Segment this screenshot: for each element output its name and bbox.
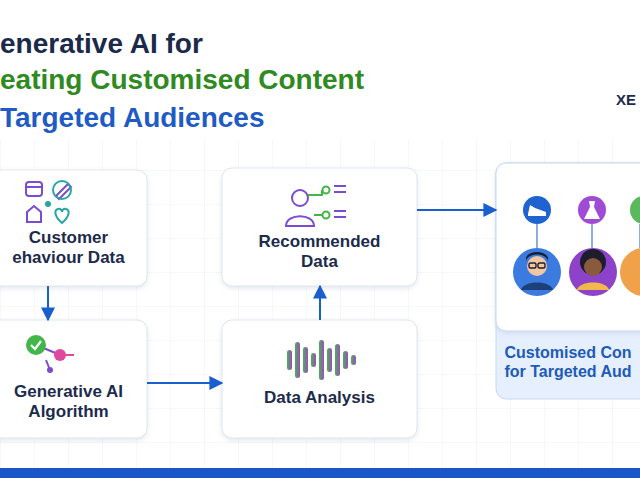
- audience-illustration: [513, 196, 640, 296]
- waveform-icon: [287, 340, 356, 380]
- process-box: Data Analysis: [222, 320, 417, 438]
- box-label: Customised Con for Targeted Aud: [500, 343, 636, 381]
- process-box: Generative AI Algorithm: [0, 320, 147, 438]
- audience-panel: [496, 163, 640, 399]
- box-card: [0, 320, 147, 438]
- recommend-icon: [286, 186, 346, 226]
- box-label: Recommended Data: [245, 232, 395, 272]
- flow-arrow: [319, 286, 321, 320]
- algorithm-icon: [26, 335, 74, 373]
- box-label: Customer ehaviour Data: [1, 228, 136, 268]
- title-line: Targeted Audiences: [0, 102, 265, 134]
- footer-bar: [0, 468, 640, 478]
- logo-text: XE: [616, 91, 636, 108]
- flow-arrow: [147, 382, 222, 384]
- process-box: Customer ehaviour Data: [0, 170, 147, 286]
- box-label: Data Analysis: [240, 388, 400, 408]
- box-card: [222, 320, 417, 438]
- flow-arrow: [47, 286, 49, 320]
- flow-arrow: [417, 209, 496, 211]
- audience-card: [496, 163, 640, 331]
- box-label: Generative AI Algorithm: [1, 382, 136, 422]
- process-box: Recommended Data: [222, 168, 417, 286]
- audience-panel: Customised Con for Targeted Aud: [496, 163, 640, 399]
- title-line: eating Customised Content: [0, 64, 364, 96]
- box-card: [222, 168, 417, 286]
- title: enerative AI for: [0, 28, 203, 60]
- box-card: [0, 170, 147, 286]
- behaviour-icon: [26, 181, 71, 223]
